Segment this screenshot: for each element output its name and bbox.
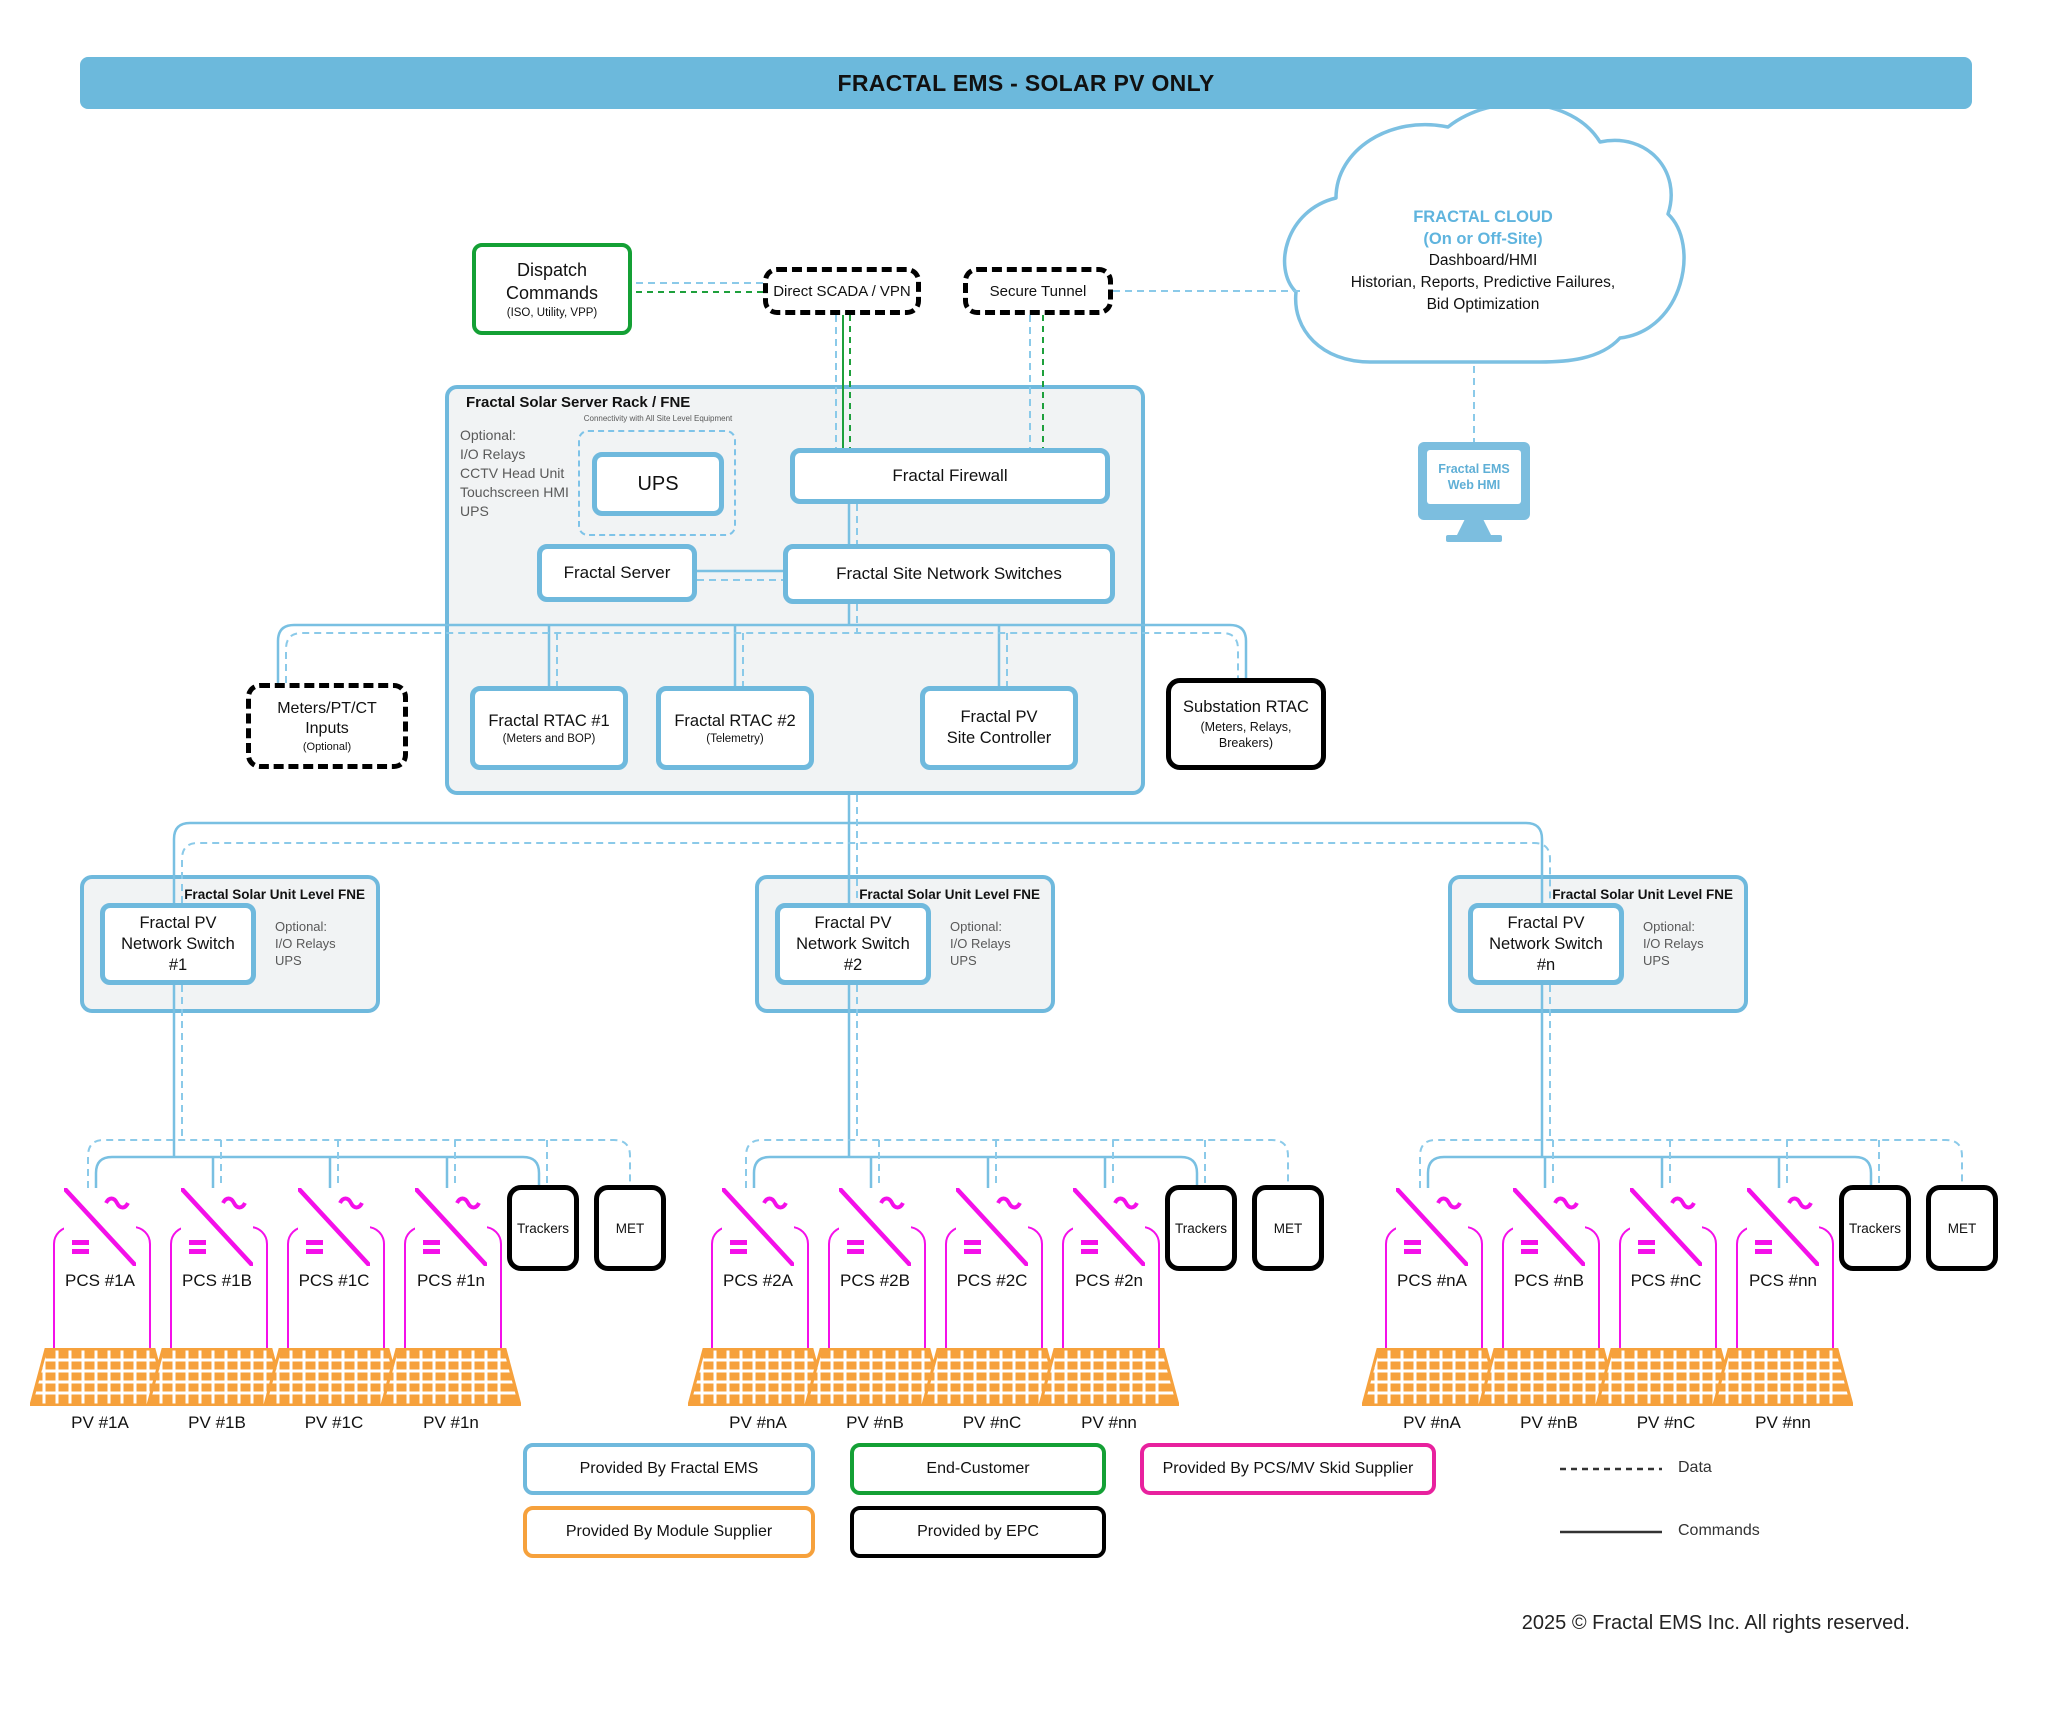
- inverter-icon: [179, 1186, 255, 1268]
- pcs-unit: PCS #1C PV #1C: [264, 1185, 404, 1435]
- fractal-firewall-box: Fractal Firewall: [790, 448, 1110, 504]
- inverter-icon: [1394, 1186, 1470, 1268]
- legend-module-supplier: Provided By Module Supplier: [523, 1506, 815, 1558]
- pcs-unit: PCS #nC PV #nC: [1596, 1185, 1736, 1435]
- pv-label: PV #1A: [71, 1413, 129, 1432]
- pcs-unit: PCS #2B PV #nB: [805, 1185, 945, 1435]
- fractal-server-box: Fractal Server: [537, 544, 697, 602]
- cloud-subtitle: (On or Off-Site): [1423, 230, 1543, 248]
- fractal-cloud-text: FRACTAL CLOUD (On or Off-Site) Dashboard…: [1318, 196, 1648, 326]
- legend-epc: Provided by EPC: [850, 1506, 1106, 1558]
- fne-title-1: Fractal Solar Unit Level FNE: [184, 887, 365, 902]
- inverter-icon: [1745, 1186, 1821, 1268]
- rtac1-box: Fractal RTAC #1 (Meters and BOP): [470, 686, 628, 770]
- inverter-icon: [837, 1186, 913, 1268]
- secure-tunnel-box: Secure Tunnel: [963, 267, 1113, 315]
- trackers-box: Trackers: [507, 1185, 579, 1271]
- pv-panel-icon: [381, 1348, 521, 1406]
- web-hmi-monitor-icon: Fractal EMS Web HMI: [1418, 442, 1530, 544]
- legend-fractal-ems: Provided By Fractal EMS: [523, 1443, 815, 1495]
- pv-panel-icon: [1039, 1348, 1179, 1406]
- rack-optional-header: Optional:: [460, 427, 517, 443]
- direct-scada-vpn-box: Direct SCADA / VPN: [763, 267, 921, 315]
- secure-tunnel-label: Secure Tunnel: [989, 282, 1087, 300]
- dispatch-commands-sub: (ISO, Utility, VPP): [506, 307, 598, 319]
- inverter-icon: [1071, 1186, 1147, 1268]
- pv-panel-icon: [1713, 1348, 1853, 1406]
- trackers-box: Trackers: [1839, 1185, 1911, 1271]
- command-wires: [172, 504, 1544, 1157]
- pv-network-switch-n: Fractal PV Network Switch #n: [1468, 903, 1624, 985]
- trackers-box: Trackers: [1165, 1185, 1237, 1271]
- inverter-icon: [1511, 1186, 1587, 1268]
- pcs-unit: PCS #1A PV #1A: [30, 1185, 170, 1435]
- fne-optional-2: Optional: I/O Relays UPS: [950, 919, 1011, 968]
- pv-network-switch-1: Fractal PV Network Switch #1: [100, 903, 256, 985]
- cloud-title: FRACTAL CLOUD: [1413, 208, 1553, 226]
- cloud-line1: Dashboard/HMI: [1428, 252, 1538, 269]
- fne-optional-1: Optional: I/O Relays UPS: [275, 919, 336, 968]
- fne-optional-n: Optional: I/O Relays UPS: [1643, 919, 1704, 968]
- inverter-icon: [413, 1186, 489, 1268]
- pcs-unit: PCS #nB PV #nB: [1479, 1185, 1619, 1435]
- meters-ptct-box: Meters/PT/CT Inputs (Optional): [246, 683, 408, 769]
- page-title: FRACTAL EMS - SOLAR PV ONLY: [837, 69, 1215, 96]
- legend-data-label: Data: [1678, 1459, 1712, 1476]
- ups-box: UPS: [592, 452, 724, 516]
- diagram-title-bar: FRACTAL EMS - SOLAR PV ONLY: [80, 57, 1972, 109]
- cloud-line3: Bid Optimization: [1426, 296, 1540, 313]
- inverter-icon: [1628, 1186, 1704, 1268]
- pcs-unit: PCS #2A PV #nA: [688, 1185, 828, 1435]
- fne-title-2: Fractal Solar Unit Level FNE: [859, 887, 1040, 902]
- pcs-label: PCS #1A: [65, 1271, 135, 1290]
- pv-network-switch-2: Fractal PV Network Switch #2: [775, 903, 931, 985]
- pcs-unit: PCS #1n PV #1n: [381, 1185, 521, 1435]
- met-box: MET: [594, 1185, 666, 1271]
- inverter-icon: [720, 1186, 796, 1268]
- data-wires: [181, 282, 1551, 1140]
- site-network-switches-box: Fractal Site Network Switches: [783, 544, 1115, 604]
- dispatch-commands-box: Dispatch Commands (ISO, Utility, VPP): [472, 243, 632, 335]
- legend-commands-label: Commands: [1678, 1522, 1760, 1539]
- web-hmi-label: Fractal EMS Web HMI: [1427, 450, 1521, 504]
- rack-optional-list: Optional: I/O Relays CCTV Head Unit Touc…: [460, 427, 569, 519]
- pcs-unit: PCS #2C PV #nC: [922, 1185, 1062, 1435]
- ups-dashed-outline: [578, 430, 736, 536]
- pcs-unit: PCS #nA PV #nA: [1362, 1185, 1502, 1435]
- fne-title-n: Fractal Solar Unit Level FNE: [1552, 887, 1733, 902]
- cloud-line2: Historian, Reports, Predictive Failures,: [1350, 274, 1616, 291]
- inverter-icon: [296, 1186, 372, 1268]
- met-box: MET: [1252, 1185, 1324, 1271]
- rack-title: Fractal Solar Server Rack / FNE: [466, 394, 691, 411]
- pcs-unit: PCS #nn PV #nn: [1713, 1185, 1853, 1435]
- inverter-icon: [62, 1186, 138, 1268]
- direct-scada-vpn-label: Direct SCADA / VPN: [773, 282, 911, 300]
- dispatch-commands-label: Dispatch Commands: [505, 260, 599, 303]
- legend-pcs-supplier: Provided By PCS/MV Skid Supplier: [1140, 1443, 1436, 1495]
- legend-end-customer: End-Customer: [850, 1443, 1106, 1495]
- met-box: MET: [1926, 1185, 1998, 1271]
- pcs-unit: PCS #2n PV #nn: [1039, 1185, 1179, 1435]
- pcs-unit: PCS #1B PV #1B: [147, 1185, 287, 1435]
- substation-rtac-box: Substation RTAC (Meters, Relays, Breaker…: [1166, 678, 1326, 770]
- connectivity-note: Connectivity with All Site Level Equipme…: [583, 414, 733, 423]
- green-data-wires: [636, 291, 1044, 448]
- inverter-icon: [954, 1186, 1030, 1268]
- pv-site-controller-box: Fractal PV Site Controller: [920, 686, 1078, 770]
- rtac2-box: Fractal RTAC #2 (Telemetry): [656, 686, 814, 770]
- copyright-text: 2025 © Fractal EMS Inc. All rights reser…: [1521, 1612, 1910, 1634]
